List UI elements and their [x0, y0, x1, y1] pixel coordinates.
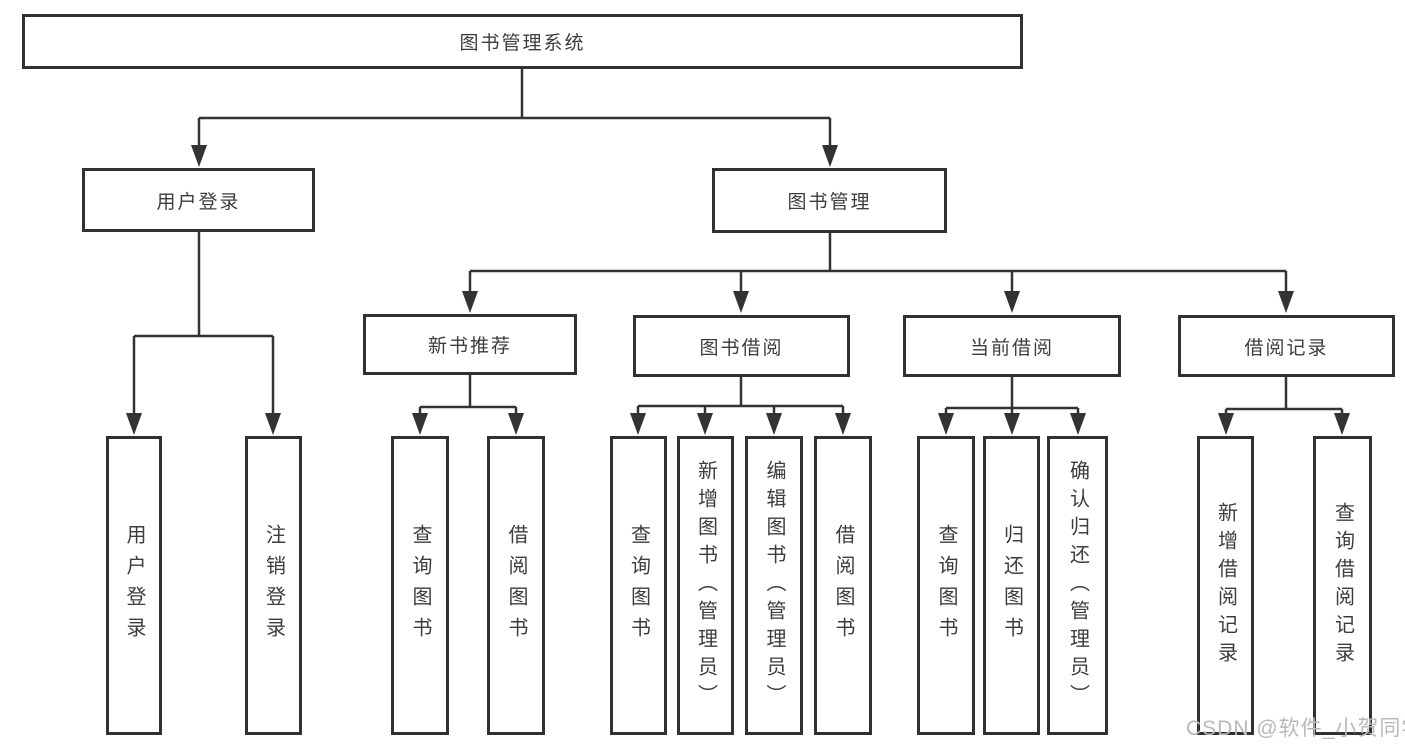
- leaf-add-books-admin: 新增图书（管理员）: [677, 436, 734, 735]
- leaf-logout: 注销登录: [245, 436, 302, 735]
- leaf-add-borrow-record: 新增借阅记录: [1197, 436, 1254, 735]
- leaf-borrow-books: 借阅图书: [814, 436, 872, 735]
- node-borrowing-records: 借阅记录: [1178, 315, 1395, 377]
- node-library-management-system: 图书管理系统: [22, 14, 1023, 69]
- node-current-borrowing: 当前借阅: [903, 315, 1121, 377]
- node-user-login: 用户登录: [82, 168, 315, 232]
- node-book-borrowing: 图书借阅: [633, 315, 850, 377]
- leaf-edit-books-admin: 编辑图书（管理员）: [745, 436, 803, 735]
- leaf-query-books-recommend: 查询图书: [391, 436, 449, 735]
- arrowhead-icons: [126, 145, 1350, 435]
- leaf-return-books: 归还图书: [983, 436, 1040, 735]
- node-new-book-recommend: 新书推荐: [363, 314, 577, 375]
- csdn-watermark: CSDN @软件_小贺同学: [1186, 717, 1405, 740]
- leaf-query-books-current: 查询图书: [917, 436, 975, 735]
- leaf-borrow-books-recommend: 借阅图书: [487, 436, 545, 735]
- leaf-query-borrow-record: 查询借阅记录: [1313, 436, 1372, 735]
- leaf-query-books-borrow: 查询图书: [610, 436, 667, 735]
- leaf-confirm-return-admin: 确认归还（管理员）: [1047, 436, 1108, 735]
- leaf-user-login: 用户登录: [106, 436, 162, 735]
- node-book-management: 图书管理: [712, 168, 947, 233]
